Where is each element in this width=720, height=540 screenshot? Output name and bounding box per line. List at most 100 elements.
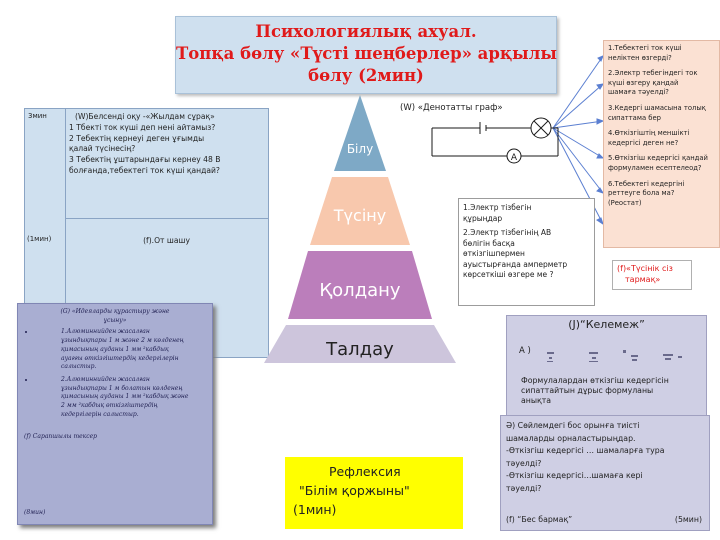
list-line: 1.Тебектегі ток күші — [608, 44, 682, 52]
list-item: 2.Электр тебегіндегі ток күші өзгеру қан… — [608, 69, 715, 98]
fill-time: (5мин) — [674, 514, 702, 524]
task-w-line: (W)Белсенді оқу -«Жылдам сұрақ» — [75, 112, 215, 121]
task-w-line: қалай түсінесің? — [69, 144, 136, 154]
idea-line: қимасының ауданы 1 мм ²кабдық — [61, 345, 169, 353]
pyramid-label-4: Талдау — [325, 339, 394, 360]
list-item: 6.Тебектегі кедергіні реттеуге бола ма? … — [608, 180, 715, 209]
question-line: құрыңдар — [463, 213, 503, 223]
circuit-question-2: 2.Электр тізбегінің АВ бөлігін басқа өтк… — [463, 228, 590, 281]
pyramid-label-2: Түсіну — [333, 206, 386, 225]
list-item: 1.Алюминнийден жасалған ұзындықтары 1 м … — [35, 328, 206, 372]
graph-questions-list: 1.Тебектегі ток күші неліктен өзгерді? 2… — [603, 40, 720, 248]
idea-line: 2.Алюминнийден жасалған — [61, 375, 150, 383]
ideas-check: (f) Сарапшылы тексер — [24, 433, 98, 441]
list-line: неліктен өзгерді? — [608, 53, 672, 62]
pyramid-level-2[interactable] — [310, 177, 410, 245]
task-w-line: 3 Тебектің ұштарындағы кернеу 48 В — [69, 155, 221, 165]
denotat-graph-label: (W) «Денотатты граф» — [400, 103, 503, 113]
question-line: 2.Электр тізбегінің АВ — [463, 228, 552, 237]
fill-line: -Өткізгіш кедергісі … шамаларға тура — [506, 446, 665, 455]
reflection-title: Рефлексия — [329, 464, 401, 479]
reflection-subtitle: "Білім қоржыны" — [299, 483, 410, 498]
idea-line: кедергілерін салыстыр. — [61, 410, 139, 418]
fill-footer: (f) “Бес бармақ” (5мин) — [506, 514, 702, 527]
list-line: 2.Электр тебегіндегі ток — [608, 69, 698, 78]
lamp-icon — [530, 117, 552, 139]
pyramid-level-4[interactable] — [264, 325, 456, 363]
kelemezh-formula-text: Формулалардан өткізгіш кедергісін сипатт… — [521, 376, 696, 407]
fireworks-cell: (f).От шашу — [65, 219, 268, 357]
list-item: 2.Алюминнийден жасалған ұзындықтары 1 м … — [35, 376, 206, 420]
idea-line: ауағғы өткізгіштердің кедергілерін — [61, 354, 179, 362]
idea-line: ұзындықтары 1 м және 2 м көлденең — [61, 337, 184, 345]
pyramid-label-1: Білу — [347, 142, 373, 156]
circuit-diagram: A — [431, 117, 559, 164]
question-line: 1.Электр тізбегін — [463, 203, 532, 212]
list-line: реттеуге бола ма? — [608, 189, 675, 198]
kelemezh-header: (J)“Келемеж” — [568, 318, 645, 331]
ammeter-label: A — [511, 153, 518, 163]
tusinik-label: (f)«Түсінік сіз тармақ» — [612, 260, 692, 290]
fill-line: шамаларды орналастырыңдар. — [506, 433, 636, 443]
title-line-1: Психологиялық ахуал. — [255, 22, 477, 41]
question-line: көрсеткіші өзгере ме ? — [463, 270, 554, 279]
list-line: 3.Кедергі шамасына толық — [608, 103, 706, 112]
list-item: 1.Тебектегі ток күші неліктен өзгерді? — [608, 44, 715, 63]
idea-line: 1.Алюминнийден жасалған — [61, 328, 150, 336]
list-item: 4.Өткізгіштің меншікті кедергісі деген н… — [608, 129, 715, 148]
ammeter-icon: A — [506, 148, 522, 164]
idea-line: салыстыр. — [61, 363, 97, 371]
reflection-time: (1мин) — [293, 502, 337, 517]
question-line: бөлігін басқа — [463, 238, 515, 248]
task-w-line: 1 Тбекті ток күші деп нені айтамыз? — [69, 122, 216, 132]
list-line: 6.Тебектегі кедергіні — [608, 179, 685, 188]
ideas-card: (G) «Идеяларды құрастыру және ұсыну» 1.А… — [17, 303, 213, 525]
kelemezh-card: (J)“Келемеж” А ) Формулалардан өткізгіш … — [506, 315, 707, 425]
task-f-label: (f).От шашу — [143, 236, 190, 245]
five-fingers-label: (f) “Бес бармақ” — [506, 514, 573, 524]
list-line: сипаттама бер — [608, 113, 661, 122]
fill-line: тәуелді? — [506, 458, 542, 468]
list-line: кедергісі деген не? — [608, 138, 679, 147]
pyramid-label-3: Қолдану — [319, 280, 401, 301]
formula-glyphs — [547, 350, 682, 362]
ideas-time: (8мин) — [24, 509, 46, 517]
time-top: 3мин — [28, 112, 47, 120]
quick-question-cell: (W)Белсенді оқу -«Жылдам сұрақ» 1 Тбекті… — [65, 109, 268, 219]
fill-line: тәуелді? — [506, 483, 542, 493]
list-line: формуламен есептелеод? — [608, 163, 702, 172]
fill-line: Ә) Сөйлемдегі бос орынға тиісті — [506, 421, 640, 430]
bloom-pyramid: Білу Түсіну Қолдану Талдау — [264, 95, 456, 363]
circuit-question-1: 1.Электр тізбегін құрыңдар — [463, 203, 590, 224]
idea-line: қимасының ауданы 1 мм ²кабдық және — [61, 393, 189, 401]
time-column: 3мин (1мин) — [25, 109, 66, 357]
fill-line: -Өткізгіш кедергісі…шамаға кері — [506, 471, 643, 480]
question-line: өткізгішпермен — [463, 249, 525, 258]
list-line: (Реостат) — [608, 198, 642, 207]
reflection-box: Рефлексия "Білім қоржыны" (1мин) — [285, 457, 463, 529]
idea-line: 2 мм ²кабдық өткізгіштердің — [61, 402, 158, 410]
circuit-questions-box: 1.Электр тізбегін құрыңдар 2.Электр тізб… — [458, 198, 595, 306]
formula-line: Формулалардан өткізгіш кедергісін — [521, 376, 669, 385]
list-line: 4.Өткізгіштің меншікті — [608, 129, 690, 138]
question-line: ауыстырғанда амперметр — [463, 259, 568, 269]
title-line-3: бөлу (2мин) — [308, 66, 424, 85]
pyramid-level-3[interactable] — [288, 251, 432, 319]
title-line-2: Топқа бөлу «Түсті шеңберлер» арқылы — [176, 44, 557, 63]
idea-line: ұзындықтары 1 м болатын көлденең — [61, 384, 183, 392]
kelemezh-a-label: А ) — [519, 346, 531, 356]
title-banner: Психологиялық ахуал. Топқа бөлу «Түсті ш… — [175, 16, 557, 94]
ideas-list: 1.Алюминнийден жасалған ұзындықтары 1 м … — [24, 328, 206, 419]
pyramid-level-1[interactable] — [334, 95, 386, 171]
time-mid: (1мин) — [27, 235, 52, 243]
list-line: шамаға тәуелді? — [608, 88, 669, 97]
tusinik-line-2: тармақ» — [625, 275, 661, 284]
list-item: 5.Өткізгіш кедергісі қандай формуламен е… — [608, 154, 715, 173]
tusinik-line-1: (f)«Түсінік сіз — [617, 264, 673, 273]
task-w-line: 2 Тебектің кернеуі деген ұғымды — [69, 133, 205, 143]
fill-in-blank-card: Ә) Сөйлемдегі бос орынға тиісті шамалард… — [500, 415, 710, 531]
ideas-header-line-2: ұсыну» — [103, 316, 127, 324]
ideas-header-line-1: (G) «Идеяларды құрастыру және — [60, 308, 170, 315]
list-item: 3.Кедергі шамасына толық сипаттама бер — [608, 104, 715, 123]
